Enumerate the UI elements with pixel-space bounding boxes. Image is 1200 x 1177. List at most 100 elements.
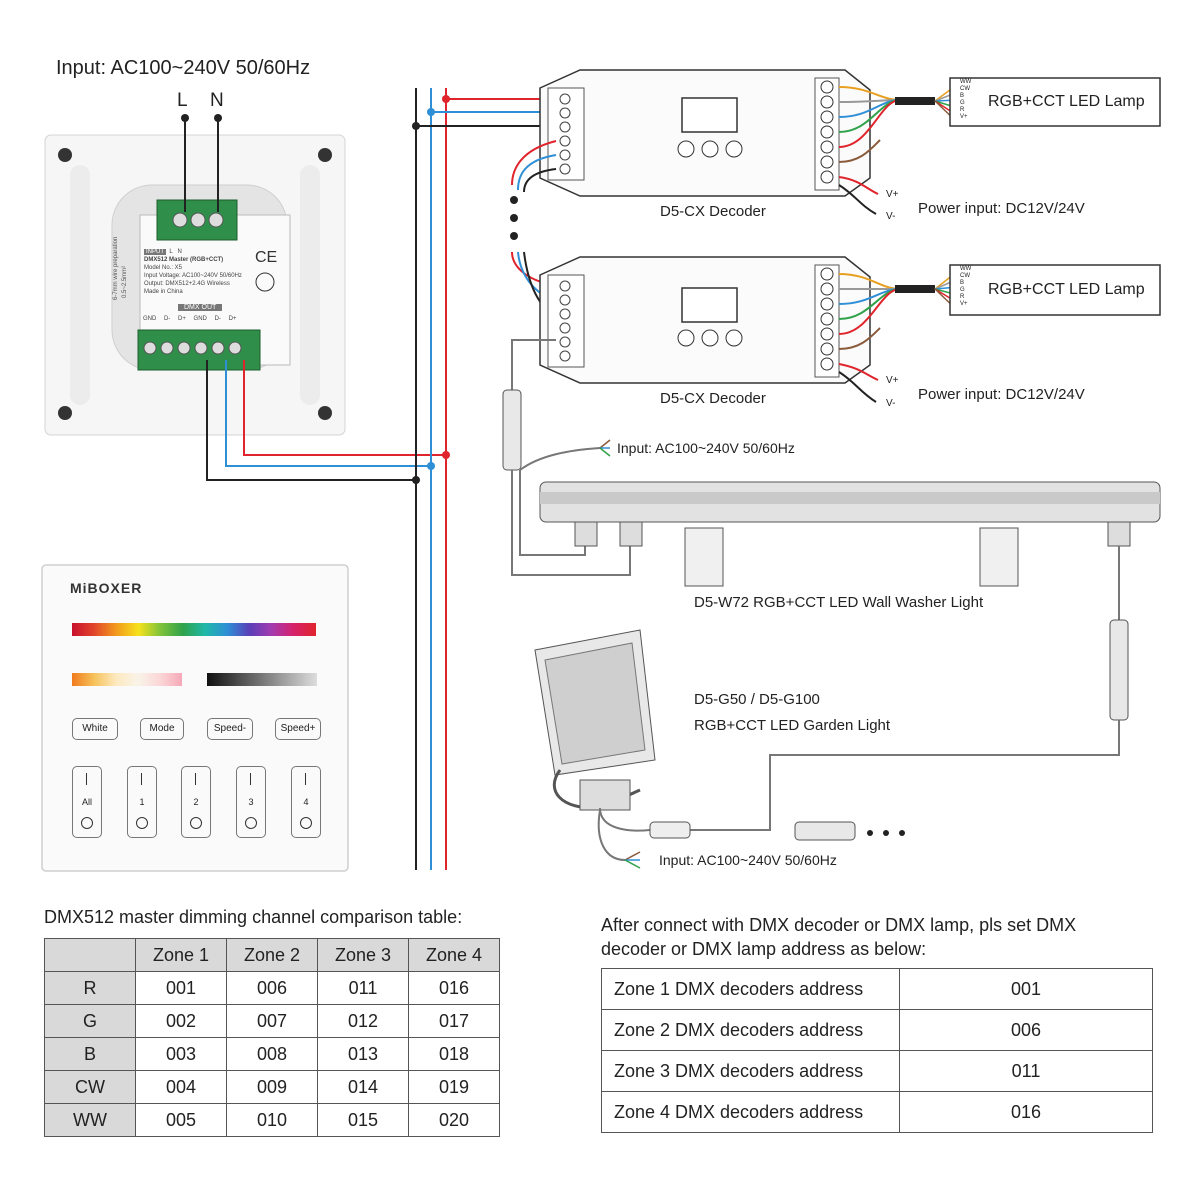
table-cell: 008 [226, 1037, 318, 1071]
garden-model-label: D5-G50 / D5-G100 [694, 691, 820, 708]
garden-input-label: Input: AC100~240V 50/60Hz [659, 852, 837, 868]
table-cell: 012 [317, 1004, 409, 1038]
master-output: Output: DMX512+2.4G Wireless [144, 281, 230, 287]
decoder-2-power: Power input: DC12V/24V [918, 386, 1085, 403]
table-cell: Zone 1 DMX decoders address [601, 968, 900, 1010]
top-input-label: Input: AC100~240V 50/60Hz [56, 57, 311, 79]
lamp-2-label: RGB+CCT LED Lamp [988, 281, 1145, 298]
table-cell: Zone 3 DMX decoders address [601, 1050, 900, 1092]
svg-text:CE: CE [255, 249, 277, 266]
white-button[interactable]: White [72, 718, 118, 740]
decoder-2-vminus: V- [886, 398, 896, 409]
dmx-master-unit: CE [44, 134, 346, 436]
table-cell: 011 [317, 971, 409, 1005]
zone-4-button[interactable]: 4 [291, 766, 321, 838]
master-label: INPUT L N DMX512 Master (RGB+CCT) Model … [144, 248, 254, 296]
terminal-n-label: N [210, 90, 224, 111]
wall-washer-light [539, 481, 1161, 587]
zone-1-button[interactable]: 1 [127, 766, 157, 838]
zone-all-button[interactable]: All [72, 766, 102, 838]
rgbcct-lamp-1 [949, 77, 1161, 127]
table-cell: 003 [135, 1037, 227, 1071]
master-voltage: Input Voltage: AC100~240V 50/60Hz [144, 273, 242, 279]
table-cell: 015 [317, 1103, 409, 1137]
table-row: Zone 2 DMX decoders address 006 [601, 1009, 1153, 1051]
speed-plus-button[interactable]: Speed+ [275, 718, 321, 740]
garden-light [534, 629, 656, 811]
table-cell: CW [44, 1070, 136, 1104]
table-row: WW 005 010 015 020 [44, 1103, 500, 1137]
table-cell: 007 [226, 1004, 318, 1038]
master-dmx-out: DMX OUT [178, 304, 223, 311]
master-made: Made in China [144, 289, 183, 295]
table-row: CW 004 009 014 019 [44, 1070, 500, 1104]
decoder-2-name: D5-CX Decoder [660, 390, 766, 407]
garden-name-label: RGB+CCT LED Garden Light [694, 717, 891, 734]
table-cell: 013 [317, 1037, 409, 1071]
master-model: Model No.: X5 [144, 265, 183, 271]
table-cell: B [44, 1037, 136, 1071]
cct-color-bar[interactable] [72, 673, 182, 686]
table-header-cell: Zone 4 [408, 938, 500, 972]
table-header-cell: Zone 2 [226, 938, 318, 972]
mode-button[interactable]: Mode [140, 718, 184, 740]
master-l-tag: L [169, 249, 173, 255]
table-cell: R [44, 971, 136, 1005]
zone-1-label: 1 [139, 797, 145, 807]
decoder-1-name: D5-CX Decoder [660, 203, 766, 220]
table1-title: DMX512 master dimming channel comparison… [44, 907, 463, 927]
table-row: Zone 3 DMX decoders address 011 [601, 1050, 1153, 1092]
table-cell: 018 [408, 1037, 500, 1071]
table-cell: 010 [226, 1103, 318, 1137]
table-cell: 006 [226, 971, 318, 1005]
table2-note-line1: After connect with DMX decoder or DMX la… [601, 915, 1077, 935]
table-cell: 004 [135, 1070, 227, 1104]
decoder-1-power: Power input: DC12V/24V [918, 200, 1085, 217]
table-cell: 016 [408, 971, 500, 1005]
table-cell: 005 [135, 1103, 227, 1137]
terminal-l-label: L [177, 90, 188, 111]
table-row: Zone 1 DMX decoders address 001 [601, 968, 1153, 1010]
speed-minus-button[interactable]: Speed- [207, 718, 253, 740]
zone-3-label: 3 [248, 797, 254, 807]
table-cell: 014 [317, 1070, 409, 1104]
touch-panel [41, 564, 349, 872]
table-row: G 002 007 012 017 [44, 1004, 500, 1038]
master-pins: GND D- D+ GND D- D+ [143, 316, 237, 322]
zone-all-label: All [81, 797, 92, 807]
table-cell: 019 [408, 1070, 500, 1104]
brightness-bar[interactable] [207, 673, 317, 686]
table-row: R 001 006 011 016 [44, 971, 500, 1005]
table-cell: WW [44, 1103, 136, 1137]
rgbcct-lamp-2 [949, 264, 1161, 316]
table-header-cell [44, 938, 136, 972]
wire-note: 6-7mm wire preparation [113, 236, 119, 300]
table-cell: Zone 2 DMX decoders address [601, 1009, 900, 1051]
table-row: B 003 008 013 018 [44, 1037, 500, 1071]
master-input-tag: INPUT [144, 249, 166, 255]
table2-note-line2: decoder or DMX lamp address as below: [601, 939, 927, 959]
wash-input-label: Input: AC100~240V 50/60Hz [617, 440, 795, 456]
decoder-2 [539, 256, 871, 384]
address-table: Zone 1 DMX decoders address 001 Zone 2 D… [601, 968, 1153, 1133]
table-header-cell: Zone 1 [135, 938, 227, 972]
zone-3-button[interactable]: 3 [236, 766, 266, 838]
table-cell: 001 [135, 971, 227, 1005]
rgb-color-bar[interactable] [72, 623, 316, 636]
table-header-row: Zone 1 Zone 2 Zone 3 Zone 4 [44, 938, 500, 972]
table-cell: 017 [408, 1004, 500, 1038]
panel-brand: MiBOXER [70, 580, 143, 596]
table-cell: 002 [135, 1004, 227, 1038]
zone-4-label: 4 [303, 797, 309, 807]
table-cell: 009 [226, 1070, 318, 1104]
zone-2-label: 2 [193, 797, 199, 807]
wall-washer-label: D5-W72 RGB+CCT LED Wall Washer Light [694, 594, 984, 611]
decoder-1-vminus: V- [886, 211, 896, 222]
decoder-1-vplus: V+ [886, 189, 899, 200]
channel-table: Zone 1 Zone 2 Zone 3 Zone 4 R 001 006 01… [44, 938, 500, 1137]
zone-2-button[interactable]: 2 [181, 766, 211, 838]
table-cell: 011 [899, 1050, 1153, 1092]
table-header-cell: Zone 3 [317, 938, 409, 972]
wire-size: 0.5~2.5mm² [122, 265, 128, 298]
